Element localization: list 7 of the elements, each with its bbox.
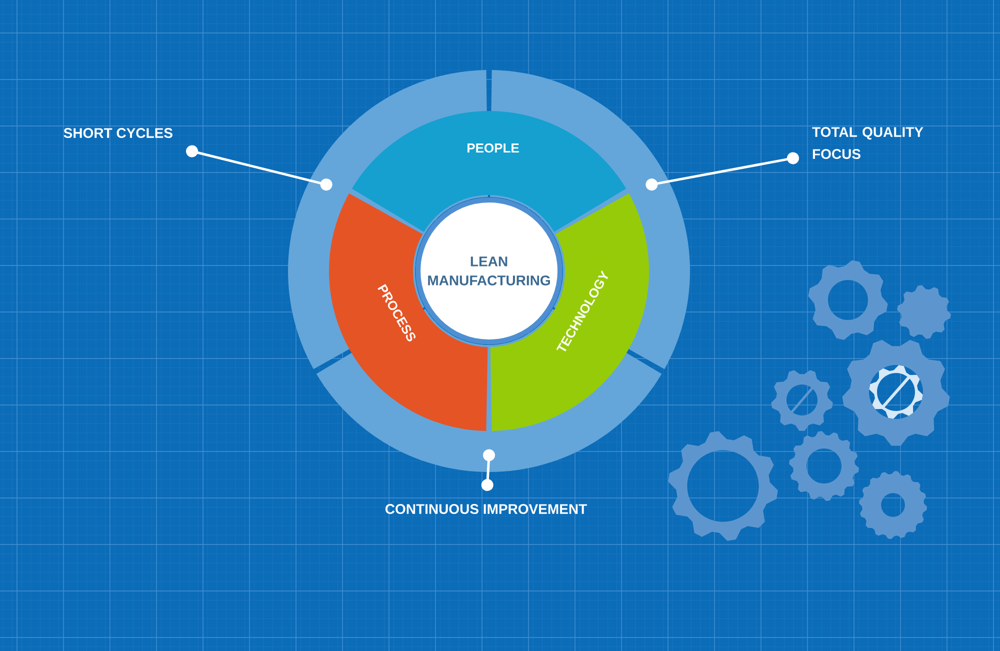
callout-label: SHORT CYCLES xyxy=(64,128,172,138)
callout-label: CONTINUOUS IMPROVEMENT xyxy=(385,504,587,514)
leader-line xyxy=(646,152,799,191)
pillar-segment: PEOPLE xyxy=(352,111,626,232)
leader-line xyxy=(186,145,332,191)
leader-line xyxy=(481,449,495,492)
callout-label: TOTAL QUALITY FOCUS xyxy=(812,127,924,159)
